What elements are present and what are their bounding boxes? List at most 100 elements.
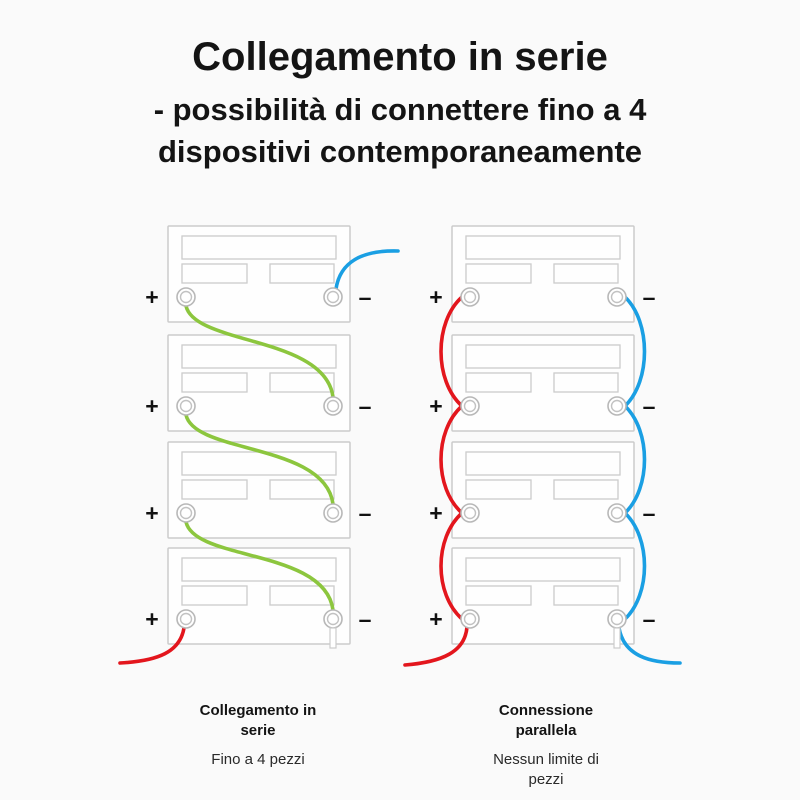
battery-terminal-negative [607,396,627,416]
minus-sign: – [359,500,372,526]
battery-case [451,547,635,645]
minus-sign: – [643,284,656,310]
series-battery-4 [167,547,351,645]
battery-label-left [181,263,248,284]
battery-terminal-negative [323,396,343,416]
battery-terminal-positive [176,287,196,307]
parallel-caption: Connessione parallela Nessun limite di p… [481,701,611,790]
terminal-bolt [179,399,193,413]
battery-label-panel [181,344,337,369]
minus-sign: – [643,606,656,632]
terminal-bolt [610,290,624,304]
battery-label-panel [465,557,621,582]
parallel-diagram: +–+–+–+– [403,225,682,667]
battery-terminal-negative [607,609,627,629]
terminal-bolt [463,290,477,304]
series-caption: Collegamento in serie Fino a 4 pezzi [193,701,323,770]
parallel-battery-2 [451,334,635,432]
battery-terminal-positive [460,609,480,629]
battery-label-right [553,263,619,284]
terminal-tab [329,627,337,649]
parallel-battery-3 [451,441,635,539]
battery-terminal-negative [607,503,627,523]
minus-sign: – [359,284,372,310]
positive-wire [118,626,186,665]
battery-case [451,441,635,539]
battery-label-panel [465,235,621,260]
parallel-caption-title: Connessione parallela [498,702,594,739]
parallel-battery-1 [451,225,635,323]
series-link-wire [184,413,335,506]
battery-terminal-positive [460,503,480,523]
parallel-wires [403,295,682,667]
battery-label-panel [465,344,621,369]
battery-terminal-negative [323,609,343,629]
battery-terminal-negative [323,287,343,307]
series-battery-1 [167,225,351,323]
plus-sign: + [429,606,442,632]
plus-sign: + [145,606,158,632]
plus-sign: + [429,500,442,526]
terminal-bolt [463,506,477,520]
series-batteries [167,225,351,645]
terminal-bolt [610,612,624,626]
terminal-bolt [610,399,624,413]
series-wires [118,249,400,665]
battery-label-right [553,585,619,606]
parallel-caption-text: Nessun limite di pezzi [493,751,599,788]
battery-terminal-negative [607,287,627,307]
parallel-polarity-signs: +–+–+–+– [429,284,655,632]
plus-sign: + [145,393,158,419]
plus-sign: + [429,284,442,310]
series-polarity-signs: +–+–+–+– [145,284,371,632]
terminal-bolt [463,399,477,413]
terminal-bolt [610,506,624,520]
terminal-tab [613,627,621,649]
battery-terminal-positive [460,287,480,307]
parallel-terminals [460,287,627,649]
battery-label-panel [465,451,621,476]
series-caption-text: Fino a 4 pezzi [211,751,305,768]
battery-label-left [181,479,248,500]
plus-sign: + [145,500,158,526]
minus-sign: – [359,393,372,419]
terminal-bolt [179,612,193,626]
battery-label-panel [181,235,337,260]
battery-case [451,334,635,432]
battery-label-right [269,585,335,606]
page-title: Collegamento in serie [192,35,608,79]
battery-label-left [181,585,248,606]
battery-label-right [553,479,619,500]
battery-terminal-positive [176,609,196,629]
battery-label-left [465,263,532,284]
terminal-bolt [326,290,340,304]
battery-terminal-positive [460,396,480,416]
series-battery-3 [167,441,351,539]
plus-sign: + [429,393,442,419]
positive-wire [403,625,469,667]
terminal-bolt [326,506,340,520]
plus-sign: + [145,284,158,310]
terminal-bolt [179,506,193,520]
negative-bus-wire [622,295,647,621]
battery-case [451,225,635,323]
positive-bus-wire [439,295,465,621]
negative-wire [334,249,400,291]
battery-case [167,334,351,432]
battery-terminal-positive [176,396,196,416]
series-diagram: +–+–+–+– [118,225,400,665]
battery-case [167,225,351,323]
terminal-bolt [179,290,193,304]
battery-label-left [465,585,532,606]
minus-sign: – [643,500,656,526]
series-link-wire [184,304,335,399]
page-subtitle: - possibilità di connettere fino a 4 dis… [153,92,647,169]
battery-label-left [181,372,248,393]
series-terminals [176,287,343,649]
battery-label-left [465,479,532,500]
terminal-bolt [463,612,477,626]
battery-label-right [269,372,335,393]
terminal-bolt [326,399,340,413]
parallel-battery-4 [451,547,635,645]
